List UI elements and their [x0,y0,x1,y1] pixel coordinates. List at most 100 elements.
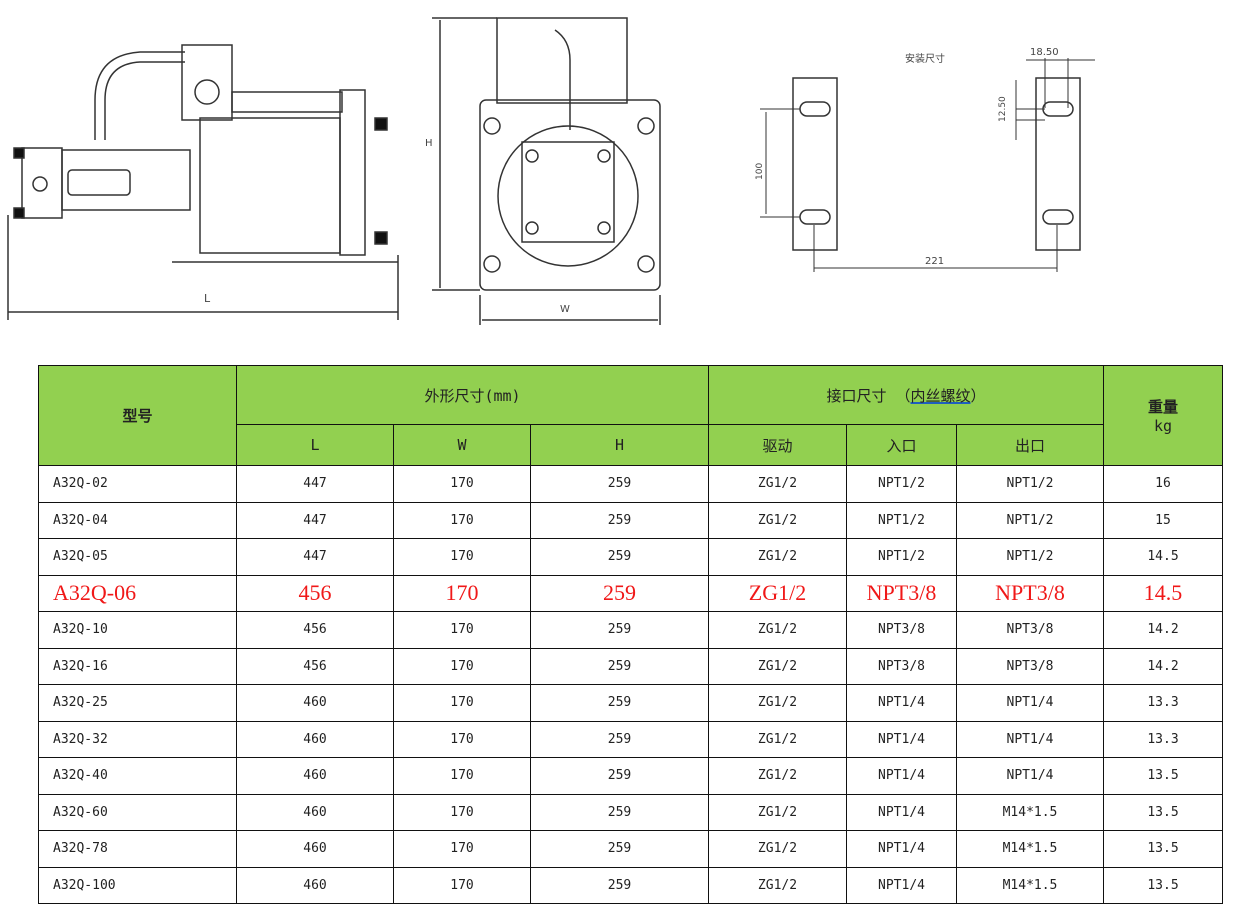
model-cell: A32Q-05 [38,538,237,576]
height-cell: 259 [530,465,709,503]
inlet-port-cell: NPT1/2 [846,501,957,539]
front-view [432,17,661,325]
mount-view [760,58,1095,272]
drive-port-cell: ZG1/2 [708,830,847,868]
drive-header: 驱动 [708,424,847,466]
inlet-port-cell: NPT3/8 [846,647,957,685]
l-header: L [236,424,394,466]
length-cell: 456 [236,611,394,649]
height-cell: 259 [530,574,709,612]
weight-cell: 13.5 [1103,830,1223,868]
inlet-port-cell: NPT1/4 [846,684,957,722]
weight-cell: 13.5 [1103,866,1223,904]
height-cell: 259 [530,647,709,685]
width-cell: 170 [393,793,531,831]
model-cell: A32Q-32 [38,720,237,758]
model-cell: A32Q-06 [38,574,237,612]
drive-port-cell: ZG1/2 [708,465,847,503]
weight-label: 重量 [1147,398,1178,416]
width-cell: 170 [393,866,531,904]
weight-cell: 14.5 [1103,538,1223,576]
drive-port-cell: ZG1/2 [708,611,847,649]
height-cell: 259 [530,866,709,904]
weight-cell: 14.2 [1103,611,1223,649]
model-cell: A32Q-04 [38,501,237,539]
drive-port-cell: ZG1/2 [708,501,847,539]
thread-type: 内丝螺纹 [910,386,971,405]
weight-cell: 14.5 [1103,574,1223,612]
drive-port-cell: ZG1/2 [708,757,847,795]
weight-cell: 13.3 [1103,684,1223,722]
inlet-port-cell: NPT1/2 [846,465,957,503]
model-cell: A32Q-25 [38,684,237,722]
height-cell: 259 [530,757,709,795]
inlet-port-cell: NPT1/4 [846,830,957,868]
drive-port-cell: ZG1/2 [708,793,847,831]
outlet-port-cell: NPT3/8 [956,574,1104,612]
distance-dim: 221 [925,256,944,267]
width-cell: 170 [393,757,531,795]
height-cell: 259 [530,793,709,831]
inlet-port-cell: NPT3/8 [846,574,957,612]
outlet-port-cell: NPT1/4 [956,757,1104,795]
inlet-port-cell: NPT1/4 [846,757,957,795]
w-header: W [393,424,531,466]
height-cell: 259 [530,538,709,576]
drive-port-cell: ZG1/2 [708,574,847,612]
width-cell: 170 [393,501,531,539]
drive-port-cell: ZG1/2 [708,538,847,576]
height-cell: 259 [530,501,709,539]
outlet-port-cell: NPT3/8 [956,647,1104,685]
drive-port-cell: ZG1/2 [708,720,847,758]
outer-dim-header: 外形尺寸(mm) [236,365,709,425]
width-label: W [560,304,570,315]
inlet-port-cell: NPT1/4 [846,866,957,904]
height-cell: 259 [530,611,709,649]
length-cell: 460 [236,866,394,904]
model-cell: A32Q-60 [38,793,237,831]
length-cell: 447 [236,465,394,503]
width-cell: 170 [393,830,531,868]
outlet-port-cell: NPT1/4 [956,720,1104,758]
weight-cell: 15 [1103,501,1223,539]
model-cell: A32Q-16 [38,647,237,685]
weight-cell: 16 [1103,465,1223,503]
outlet-port-cell: NPT3/8 [956,611,1104,649]
port-header: 接口尺寸 （内丝螺纹） [708,365,1104,425]
inlet-header: 入口 [846,424,957,466]
port-header-end: ） [970,386,986,405]
product-drawing: L H W 安装尺寸 18.50 12.50 100 221 [7,17,1095,325]
model-cell: A32Q-78 [38,830,237,868]
length-cell: 456 [236,574,394,612]
outlet-port-cell: M14*1.5 [956,830,1104,868]
outlet-port-cell: M14*1.5 [956,866,1104,904]
height-cell: 259 [530,830,709,868]
width-cell: 170 [393,647,531,685]
weight-cell: 13.3 [1103,720,1223,758]
side-view [7,44,399,320]
model-cell: A32Q-10 [38,611,237,649]
weight-unit: kg [1153,417,1173,435]
length-cell: 460 [236,757,394,795]
width-cell: 170 [393,720,531,758]
outlet-port-cell: NPT1/2 [956,501,1104,539]
weight-cell: 13.5 [1103,793,1223,831]
length-cell: 447 [236,538,394,576]
width-cell: 170 [393,684,531,722]
height-cell: 259 [530,720,709,758]
drive-port-cell: ZG1/2 [708,647,847,685]
width-cell: 170 [393,611,531,649]
port-header-text: 接口尺寸 （ [826,386,911,405]
